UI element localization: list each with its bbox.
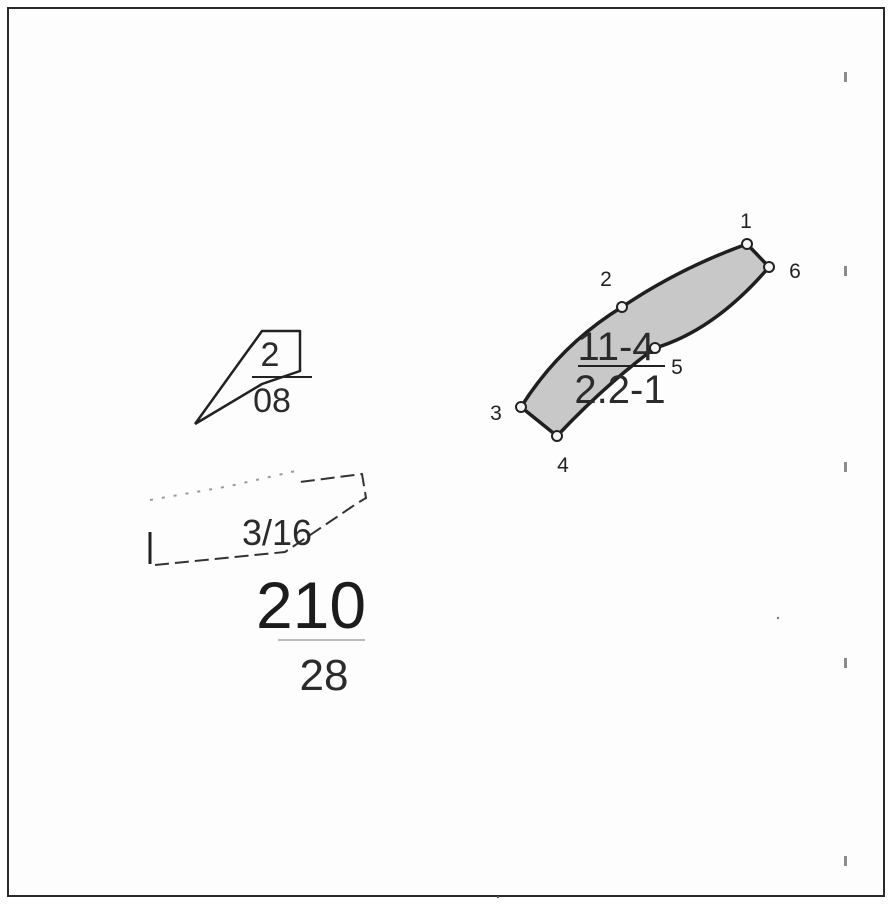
map-frame <box>7 7 885 897</box>
parcel-lower-left-top-number: 210 <box>256 568 366 642</box>
parcel-middle-left-faded-edge <box>149 469 301 501</box>
vertex-marker-6[interactable] <box>763 261 775 273</box>
margin-tick <box>844 658 847 668</box>
vertex-label-5: 5 <box>671 356 683 379</box>
vertex-label-4: 4 <box>557 454 569 477</box>
vertex-label-6: 6 <box>789 260 801 283</box>
vertex-marker-4[interactable] <box>551 430 563 442</box>
parcel-highlighted[interactable]: 11-4 2.2-1 1 2 3 4 5 6 <box>490 210 801 477</box>
margin-tick <box>844 856 847 866</box>
vertex-marker-3[interactable] <box>515 401 527 413</box>
parcel-upper-left-outline <box>193 329 302 426</box>
parcel-highlighted-top-number: 11-4 <box>577 325 654 369</box>
parcel-lower-left-bottom-number: 28 <box>300 651 349 700</box>
parcel-upper-left-bottom-number: 08 <box>253 382 291 420</box>
scan-speck <box>496 895 500 899</box>
vertex-marker-5[interactable] <box>649 342 661 354</box>
margin-tick <box>844 462 847 472</box>
margin-tick <box>844 266 847 276</box>
parcel-highlighted-bottom-number: 2.2-1 <box>574 368 665 412</box>
vertex-label-3: 3 <box>490 402 502 425</box>
vertex-marker-2[interactable] <box>616 301 628 313</box>
parcel-upper-left-top-number: 2 <box>261 336 280 374</box>
vertex-label-1: 1 <box>740 210 752 233</box>
parcel-highlighted-shape <box>519 242 771 438</box>
parcel-middle-left[interactable]: 3/16 <box>148 469 368 566</box>
vertex-marker-1[interactable] <box>741 238 753 250</box>
parcel-middle-left-outline <box>154 472 368 566</box>
parcel-middle-left-number: 3/16 <box>242 512 312 553</box>
margin-tick <box>844 72 847 82</box>
vertex-label-2: 2 <box>600 268 612 291</box>
parcel-lower-left[interactable]: 210 28 <box>256 568 366 700</box>
scan-speck <box>776 616 780 620</box>
parcel-upper-left[interactable]: 2 08 <box>193 329 312 426</box>
